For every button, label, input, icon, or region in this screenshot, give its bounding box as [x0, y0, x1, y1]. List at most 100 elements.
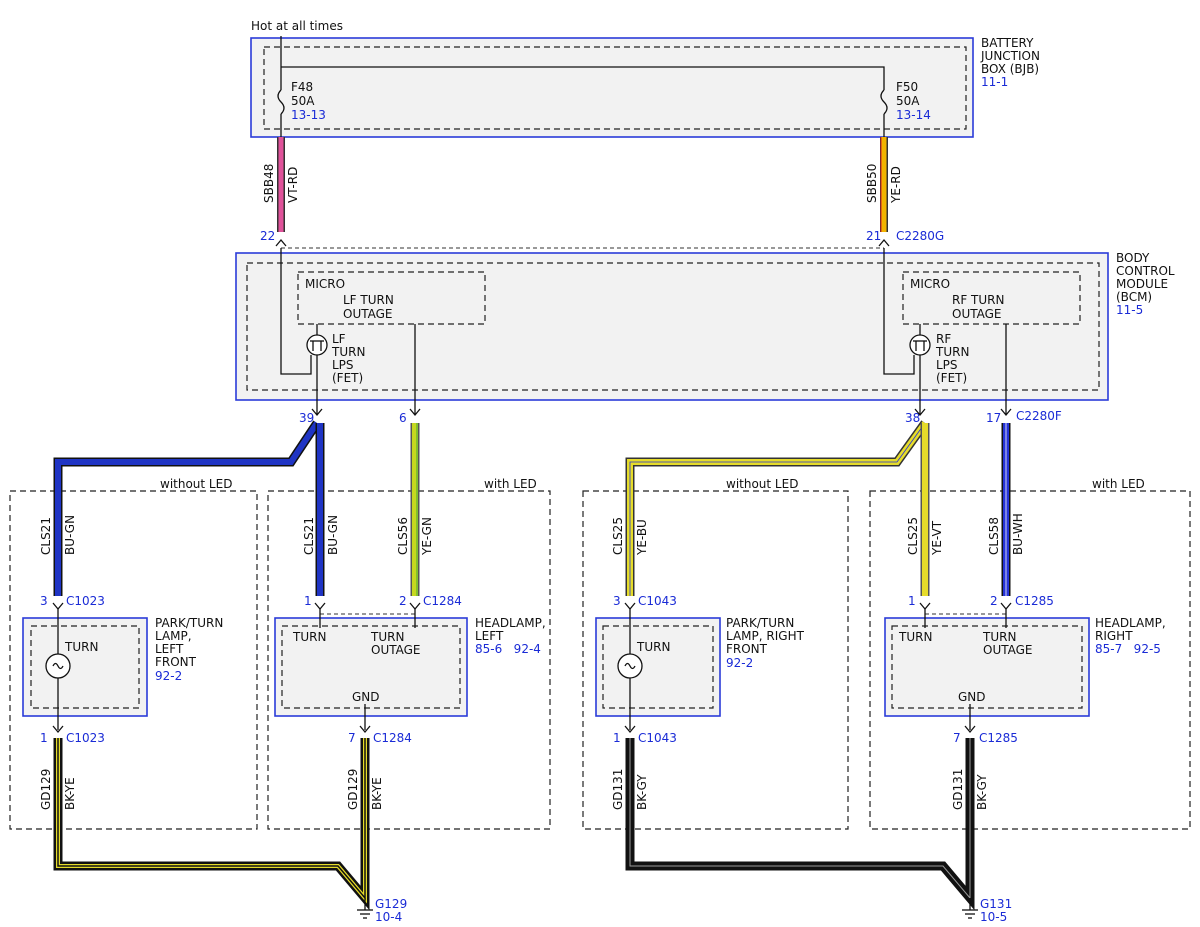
connector-link[interactable]: C1023	[66, 731, 105, 745]
fuse-icon	[880, 89, 888, 115]
bcm-name: (BCM)	[1116, 290, 1152, 304]
wire-cls25-without-led	[625, 420, 929, 596]
option-label: with LED	[1092, 477, 1145, 491]
wire-circuit: CLS21	[302, 517, 316, 555]
fuse-ref-link[interactable]: 13-14	[896, 108, 931, 122]
pin-number: 2	[399, 594, 407, 608]
connector-arrow	[409, 408, 421, 417]
fuse-name: F50	[896, 80, 918, 94]
wire-circuit: CLS56	[396, 517, 410, 555]
lf-fet-icon	[306, 334, 328, 356]
bcm-ref-link[interactable]: 11-5	[1116, 303, 1143, 317]
connector-link[interactable]: C1043	[638, 594, 677, 608]
component-inner-label: TURN	[292, 630, 326, 644]
bjb-name: BATTERY	[981, 36, 1034, 50]
pin-number: 3	[613, 594, 621, 608]
wire-circuit: SBB48	[262, 164, 276, 203]
option-box	[869, 490, 1191, 830]
connector-arrow	[409, 602, 421, 611]
component-inner-label: GND	[352, 690, 380, 704]
rf-fet-label: RF	[936, 332, 951, 346]
wire-circuit: SBB50	[865, 164, 879, 203]
lf-fet-label: TURN	[331, 345, 365, 359]
connector-link[interactable]: C1284	[423, 594, 462, 608]
headlamp-left	[274, 617, 468, 717]
pin-number: 22	[260, 229, 275, 243]
fuse-rating: 50A	[291, 94, 315, 108]
connector-arrow	[919, 602, 931, 611]
wire-cls21-without-led	[53, 420, 321, 596]
park-turn-lamp-right	[595, 617, 721, 717]
component-inner-label: TURN	[898, 630, 932, 644]
wire-circuit: CLS25	[906, 517, 920, 555]
rf-fet-icon	[909, 334, 931, 356]
connector-link[interactable]: C1285	[979, 731, 1018, 745]
connector-link[interactable]: C1023	[66, 594, 105, 608]
ground-ref-link[interactable]: 10-4	[375, 910, 402, 924]
pin-number: 3	[40, 594, 48, 608]
component-ref-link[interactable]: 92-2	[726, 656, 753, 670]
component-name: LEFT	[475, 629, 504, 643]
pin-number: 38	[905, 411, 920, 425]
wire-gd129	[53, 738, 370, 911]
connector-link[interactable]: C1284	[373, 731, 412, 745]
wire-circuit: CLS58	[987, 517, 1001, 555]
wire-circuit: CLS21	[39, 517, 53, 555]
wire-circuit: GD131	[611, 769, 625, 810]
wire-color: BK-GY	[635, 774, 649, 810]
component-name: FRONT	[155, 655, 197, 669]
rf-fet-label: LPS	[936, 358, 958, 372]
connector-arrow	[624, 725, 636, 734]
component-ref-link[interactable]: 85-7 92-5	[1095, 642, 1161, 656]
lf-micro-line: LF TURN	[343, 293, 394, 307]
wire-color: YE-VT	[930, 520, 944, 556]
option-box	[267, 490, 551, 830]
option-box	[582, 490, 849, 830]
component-ref-link[interactable]: 85-6 92-4	[475, 642, 541, 656]
wire-color: YE-GN	[420, 517, 434, 556]
component-inner-label: GND	[958, 690, 986, 704]
pin-number: 1	[40, 731, 48, 745]
ground-ref-link[interactable]: 10-5	[980, 910, 1007, 924]
bjb-inner	[263, 46, 967, 130]
wire-gd131	[625, 738, 975, 911]
connector-link[interactable]: C2280G	[896, 229, 944, 243]
wire-color: BU-GN	[63, 515, 77, 555]
lf-micro-box	[297, 271, 486, 325]
headlamp-right	[884, 617, 1090, 717]
component-name: LAMP, RIGHT	[726, 629, 805, 643]
connector-link[interactable]: C2280F	[1016, 409, 1062, 423]
ground-name: G129	[375, 897, 407, 911]
wire-circuit: GD129	[39, 769, 53, 810]
connector-arrow	[359, 725, 371, 734]
rf-micro-box	[902, 271, 1081, 325]
rf-micro-line: OUTAGE	[952, 307, 1002, 321]
component-ref-link[interactable]: 92-2	[155, 669, 182, 683]
connector-arrow	[878, 238, 890, 247]
component-inner-label: TURN	[64, 640, 98, 654]
component-name: RIGHT	[1095, 629, 1133, 643]
wire-circuit: GD129	[346, 769, 360, 810]
connector-arrow	[52, 602, 64, 611]
connector-link[interactable]: C1043	[638, 731, 677, 745]
wire-color: YE-BU	[635, 519, 649, 556]
option-label: without LED	[160, 477, 232, 491]
component-inner-label: TURN	[636, 640, 670, 654]
fuse-name: F48	[291, 80, 313, 94]
component-name: FRONT	[726, 642, 768, 656]
connector-link[interactable]: C1285	[1015, 594, 1054, 608]
wire-color: YE-RD	[889, 166, 903, 204]
bjb-ref-link[interactable]: 11-1	[981, 75, 1008, 89]
pin-number: 7	[348, 731, 356, 745]
ground-icon	[962, 898, 978, 919]
connector-arrow	[314, 602, 326, 611]
lf-micro-line: OUTAGE	[343, 307, 393, 321]
component-name: LAMP,	[155, 629, 192, 643]
wire-color: BU-GN	[326, 515, 340, 555]
fuse-ref-link[interactable]: 13-13	[291, 108, 326, 122]
component-inner-label: OUTAGE	[371, 643, 421, 657]
fuse-rating: 50A	[896, 94, 920, 108]
connector-arrow	[914, 408, 926, 417]
pin-number: 1	[613, 731, 621, 745]
bcm-name: CONTROL	[1116, 264, 1175, 278]
